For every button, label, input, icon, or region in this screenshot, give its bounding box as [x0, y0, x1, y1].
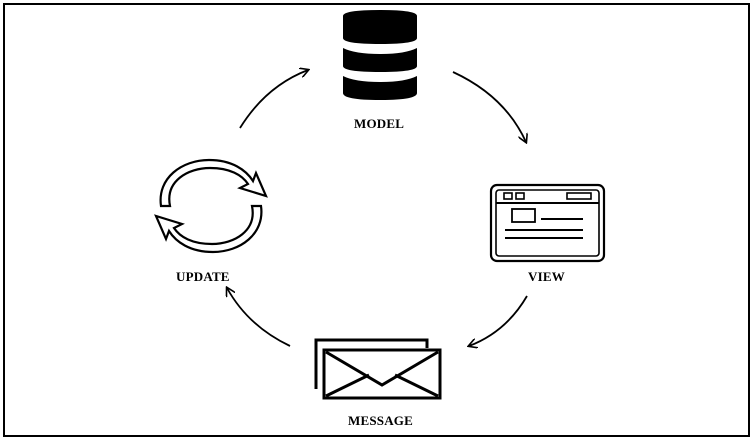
arrow-message-to-update: [227, 288, 291, 347]
node-label-view: VIEW: [528, 269, 565, 284]
node-label-model: MODEL: [354, 116, 405, 131]
arrow-model-to-view: [452, 71, 526, 142]
arrow-update-to-model: [239, 70, 308, 129]
database-icon: [343, 10, 417, 100]
browser-window-icon: [489, 183, 606, 263]
arrow-view-to-message: [469, 295, 528, 346]
node-label-update: UPDATE: [176, 269, 230, 284]
envelope-icon: [314, 338, 442, 400]
refresh-cycle-icon: [154, 158, 268, 254]
node-label-message: MESSAGE: [348, 413, 413, 428]
